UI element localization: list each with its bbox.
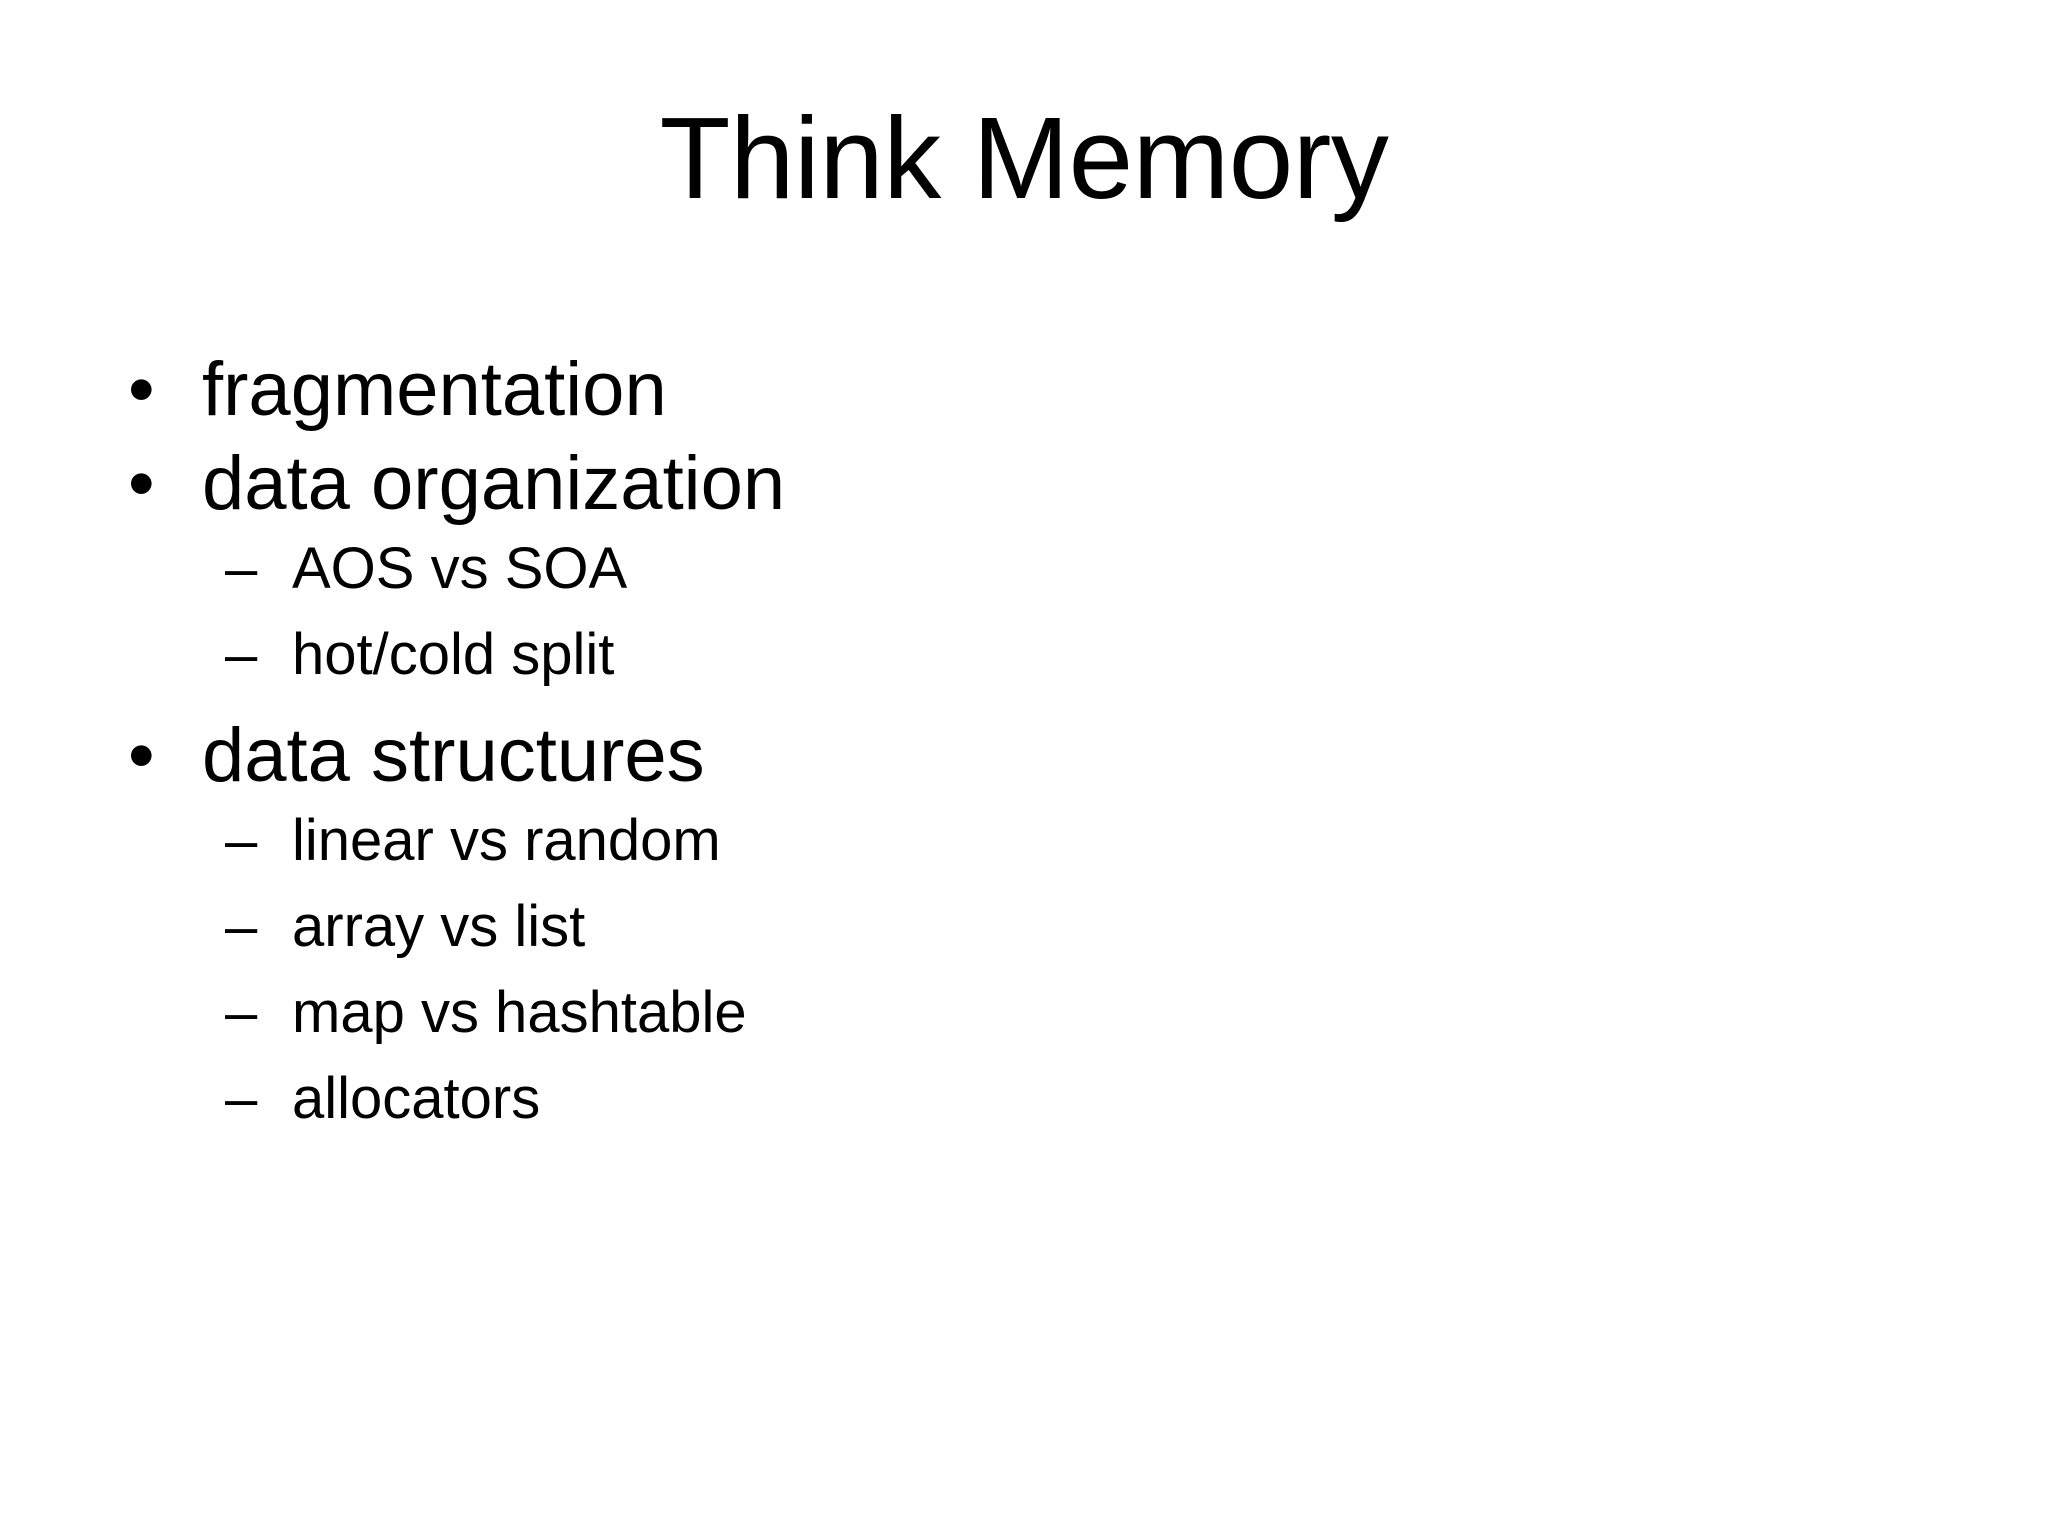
bullet-dot-icon: • [128,347,155,432]
bullet-dash-icon: – [225,808,258,873]
bullet-dash-icon: – [225,894,258,959]
bullet-dash-icon: – [225,980,258,1045]
bullet-dash-icon: – [225,622,258,687]
list-item-label: array vs list [292,894,586,959]
bullet-dot-icon: • [128,441,155,526]
list-item-label: linear vs random [292,808,721,873]
list-item: – AOS vs SOA [110,540,1910,598]
list-item: – linear vs random [110,812,1910,870]
list-item-label: AOS vs SOA [292,536,628,601]
list-item: – map vs hashtable [110,984,1910,1042]
list-item-label: data organization [202,441,786,526]
list-item: – array vs list [110,898,1910,956]
list-item-label: data structures [202,713,705,798]
list-item-label: allocators [292,1066,541,1131]
list-item: • data organization [110,446,1910,522]
page-title: Think Memory [659,93,1389,223]
bullet-dash-icon: – [225,536,258,601]
list-item: • data structures [110,718,1910,794]
bullet-dash-icon: – [225,1066,258,1131]
list-item-label: hot/cold split [292,622,615,687]
list-item: • fragmentation [110,352,1910,428]
list-item: – hot/cold split [110,626,1910,684]
list-item-label: fragmentation [202,347,667,432]
list-item-label: map vs hashtable [292,980,747,1045]
bullet-dot-icon: • [128,713,155,798]
slide-body-outline: • fragmentation • data organization – AO… [110,352,1910,1156]
list-item: – allocators [110,1070,1910,1128]
